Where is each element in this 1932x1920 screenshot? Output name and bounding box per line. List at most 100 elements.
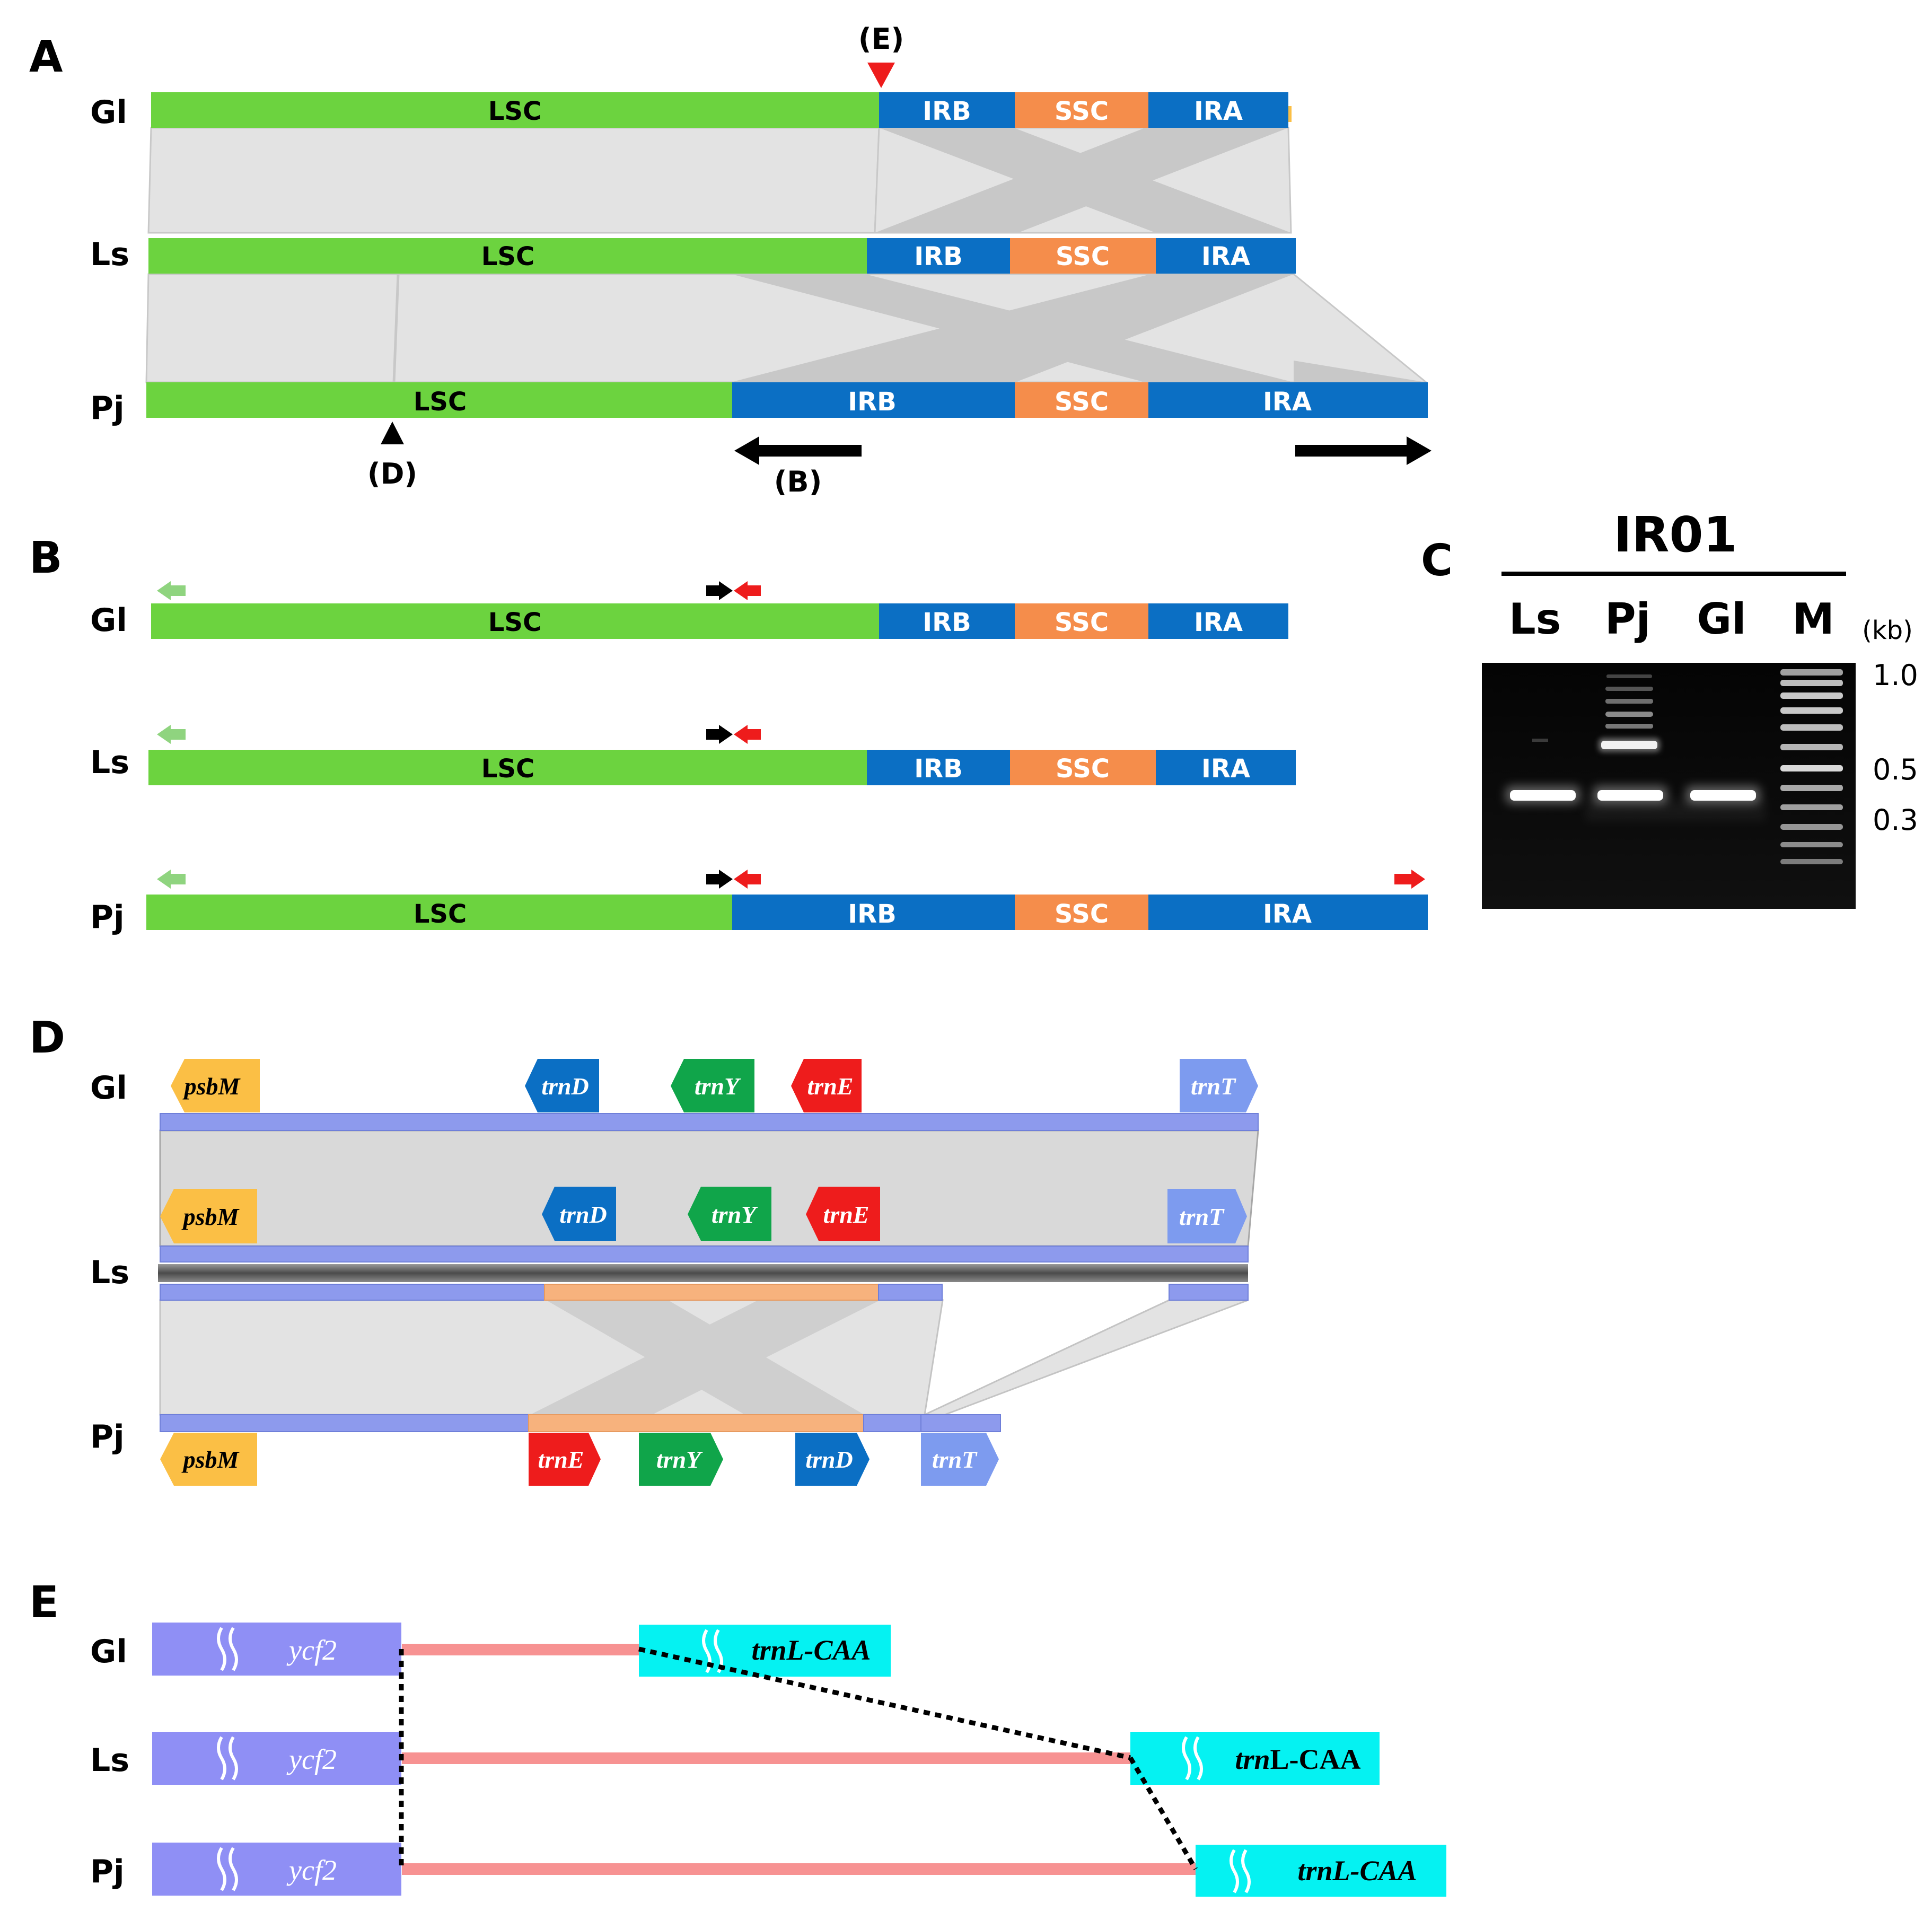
irb-label-pj-a: IRB	[848, 387, 896, 417]
ls-genome-reference-bar	[158, 1264, 1248, 1282]
pj-track-mid	[863, 1414, 921, 1432]
ira-label-ls-b: IRA	[1201, 754, 1250, 784]
black-triangle-marker-icon	[381, 422, 404, 444]
ls-track-bottom-mid	[878, 1284, 943, 1301]
trnY-gene-icon: trnY	[639, 1433, 723, 1486]
pj-track-right	[920, 1414, 1001, 1432]
spacer-line-pj	[402, 1863, 1197, 1875]
ssc-region-pj-b	[1015, 895, 1148, 930]
lane-label-marker: M	[1792, 594, 1834, 644]
gl-genome-track	[160, 1113, 1259, 1131]
species-label-gl-d: Gl	[90, 1069, 127, 1107]
psbM-gene-icon: psbM	[160, 1189, 257, 1243]
lane-label-ls: Ls	[1509, 594, 1561, 644]
gel-title: IR01	[1613, 506, 1737, 563]
panel-a: A Gl LSC IRB SSC IRA Ls LSC IRB SSC IRA	[29, 22, 1432, 498]
species-label-pj-d: Pj	[90, 1418, 125, 1456]
ycf2-gene-icon: ycf2	[152, 1623, 401, 1676]
ssc-label-gl-a: SSC	[1055, 97, 1109, 126]
synteny-cross-2	[875, 128, 1288, 233]
irb-label-ls-b: IRB	[914, 754, 962, 784]
panel-b: B Gl LSC IRB SSC IRA Ls LSC IRB SSC	[29, 533, 1428, 936]
ssc-region-gl-a	[1015, 92, 1148, 128]
svg-text:trnL-CAA: trnL-CAA	[1297, 1855, 1417, 1887]
gel-image	[1482, 663, 1856, 909]
species-label-pj-b: Pj	[90, 899, 125, 936]
svg-text:psbM: psbM	[181, 1446, 240, 1473]
ira-region-ls-a	[1156, 238, 1296, 274]
ladder-label-1kb: 1.0	[1873, 659, 1918, 692]
lsc-label-pj-a: LSC	[414, 387, 467, 417]
primer-red-arrow-icon	[734, 870, 761, 889]
svg-text:trnE: trnE	[807, 1073, 854, 1100]
irb-region-pj-b	[732, 895, 1015, 930]
species-label-ls-b: Ls	[90, 744, 129, 781]
svg-text:trnY: trnY	[695, 1073, 741, 1100]
ls-genome-track-top	[160, 1246, 1249, 1263]
synteny-inversion-cross-2	[530, 1300, 880, 1415]
species-label-gl-b: Gl	[90, 602, 127, 639]
lsc-region-ls-b	[148, 750, 867, 785]
svg-text:trnE: trnE	[538, 1446, 584, 1473]
lsc-region-gl-a	[151, 92, 879, 128]
ladder-label-0-5kb: 0.5	[1873, 753, 1918, 786]
ssc-label-ls-b: SSC	[1056, 754, 1110, 784]
right-arrow-icon	[1295, 436, 1432, 465]
primer-black-arrow-icon	[706, 725, 733, 744]
lsc-label-gl-b: LSC	[488, 608, 541, 637]
ira-region-pj-a	[1148, 382, 1428, 418]
primer-green-arrow-icon	[157, 725, 186, 744]
primer-red-arrow-icon	[734, 725, 761, 744]
ssc-label-gl-b: SSC	[1055, 608, 1109, 637]
irb-region-gl-a	[879, 92, 1015, 128]
ira-label-pj-a: IRA	[1263, 387, 1312, 417]
trnE-gene-icon: trnE	[529, 1433, 601, 1486]
primer-black-arrow-icon	[706, 870, 733, 889]
ira-label-ls-a: IRA	[1201, 242, 1250, 271]
ladder-label-0-3kb: 0.3	[1873, 803, 1918, 837]
synteny-cross-5	[1294, 274, 1426, 382]
species-label-pj-a: Pj	[90, 390, 125, 427]
ls-track-bottom-right	[1169, 1284, 1249, 1301]
lsc-label-ls-b: LSC	[481, 754, 534, 784]
lsc-region-gl-b	[151, 603, 879, 639]
svg-text:trnT: trnT	[1179, 1203, 1225, 1230]
svg-text:trnT: trnT	[1191, 1073, 1236, 1100]
lsc-label-ls-a: LSC	[481, 242, 534, 271]
lsc-region-ls-a	[148, 238, 867, 274]
ssc-region-pj-a	[1015, 382, 1148, 418]
synteny-block-d-ls-pj-right	[924, 1299, 1249, 1416]
panel-c-letter: C	[1421, 536, 1453, 586]
svg-text:trnY: trnY	[656, 1446, 703, 1473]
svg-text:trnD: trnD	[559, 1201, 607, 1228]
ira-region-gl-b	[1148, 603, 1288, 639]
pj-track-left	[160, 1414, 529, 1432]
trnT-gene-icon: trnT	[1167, 1189, 1247, 1243]
psbM-gene-icon: psbM	[171, 1059, 260, 1112]
svg-text:trnY: trnY	[712, 1201, 758, 1228]
ssc-region-gl-b	[1015, 603, 1148, 639]
ira-label-gl-b: IRA	[1194, 608, 1243, 637]
svg-text:trnT: trnT	[932, 1446, 978, 1473]
trnT-gene-icon: trnT	[1180, 1059, 1258, 1112]
panel-e: E Gl ycf2 trnL-CAA Ls ycf2 trnL-CAA Pj	[29, 1577, 1446, 1897]
ira-region-gl-a	[1148, 92, 1288, 128]
species-label-ls-a: Ls	[90, 236, 129, 273]
spacer-line-ls	[402, 1752, 1132, 1764]
marker-e-label: (E)	[858, 22, 904, 56]
trnD-gene-icon: trnD	[525, 1059, 599, 1112]
primer-green-arrow-icon	[157, 581, 186, 600]
svg-text:ycf2: ycf2	[286, 1854, 337, 1886]
ira-label-pj-b: IRA	[1263, 899, 1312, 929]
trnT-gene-icon: trnT	[921, 1433, 999, 1486]
lsc-region-pj-a	[146, 382, 732, 418]
irb-label-pj-b: IRB	[848, 899, 896, 929]
svg-text:trnD: trnD	[805, 1446, 853, 1473]
ssc-region-ls-b	[1010, 750, 1156, 785]
panel-d-letter: D	[29, 1013, 65, 1063]
ssc-region-ls-a	[1010, 238, 1156, 274]
panel-d: D Gl psbM trnD trnY trnE trnT	[29, 1013, 1259, 1486]
lsc-label-pj-b: LSC	[414, 899, 467, 929]
ls-track-bottom-left	[160, 1284, 545, 1301]
